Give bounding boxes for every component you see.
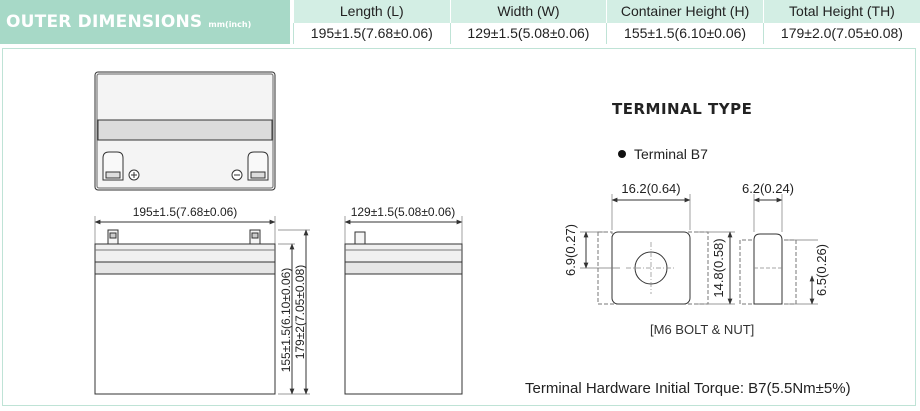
- width-dimension-label: 129±1.5(5.08±0.06): [351, 205, 456, 219]
- container-height-dimension-label: 155±1.5(6.10±0.06): [279, 268, 293, 373]
- terminal-width-dimension-label: 16.2(0.64): [621, 181, 680, 196]
- bullet-icon: [618, 150, 626, 158]
- value-container-height: 155±1.5(6.10±0.06): [606, 22, 764, 44]
- terminal-type-heading: TERMINAL TYPE: [612, 100, 753, 118]
- side-view: [344, 216, 463, 395]
- value-total-height: 179±2.0(7.05±0.08): [762, 22, 920, 44]
- terminal-side-width-dimension-label: 6.2(0.24): [742, 181, 794, 196]
- page-title: OUTER DIMENSIONS: [6, 12, 203, 32]
- value-length: 195±1.5(7.68±0.06): [293, 22, 451, 44]
- top-view-band: [97, 119, 273, 141]
- front-lid: [94, 243, 276, 263]
- dimensions-header-row: Length (L) Width (W) Container Height (H…: [293, 0, 920, 23]
- column-header-width: Width (W): [449, 0, 607, 23]
- front-view: [94, 216, 310, 395]
- terminal-left-height-dimension-label: 6.9(0.27): [563, 224, 578, 276]
- terminal-total-height-dimension-label: 14.8(0.58): [711, 238, 726, 297]
- unit-label: mm(inch): [208, 19, 252, 29]
- title-box: OUTER DIMENSIONS mm(inch): [0, 0, 290, 44]
- drawing-frame: [2, 48, 916, 406]
- side-terminal: [354, 231, 366, 245]
- terminal-right-height-dimension-label: 6.5(0.26): [814, 244, 829, 296]
- column-header-total-height: Total Height (TH): [762, 0, 920, 23]
- length-dimension-label: 195±1.5(7.68±0.06): [133, 205, 238, 219]
- terminal-side-view: [739, 194, 818, 305]
- column-header-length: Length (L): [293, 0, 451, 23]
- dimensions-value-row: 195±1.5(7.68±0.06) 129±1.5(5.08±0.06) 15…: [293, 22, 920, 44]
- column-header-container-height: Container Height (H): [606, 0, 764, 23]
- total-height-dimension-label: 179±2(7.05±0.08): [293, 265, 307, 360]
- terminal-front-view: [580, 194, 735, 305]
- front-container: [94, 261, 276, 395]
- top-view: [94, 71, 276, 191]
- torque-note: Terminal Hardware Initial Torque: B7(5.5…: [525, 380, 851, 397]
- side-lid: [344, 243, 463, 263]
- terminal-side-body: [753, 233, 783, 305]
- bolt-label: [M6 BOLT & NUT]: [650, 322, 755, 337]
- terminal-type-label: Terminal B7: [634, 146, 708, 162]
- header: OUTER DIMENSIONS mm(inch) Length (L) Wid…: [0, 0, 920, 44]
- value-width: 129±1.5(5.08±0.06): [449, 22, 607, 44]
- terminal-type-item: Terminal B7: [618, 146, 708, 162]
- dimensions-table: Length (L) Width (W) Container Height (H…: [293, 0, 920, 44]
- side-container: [344, 261, 463, 395]
